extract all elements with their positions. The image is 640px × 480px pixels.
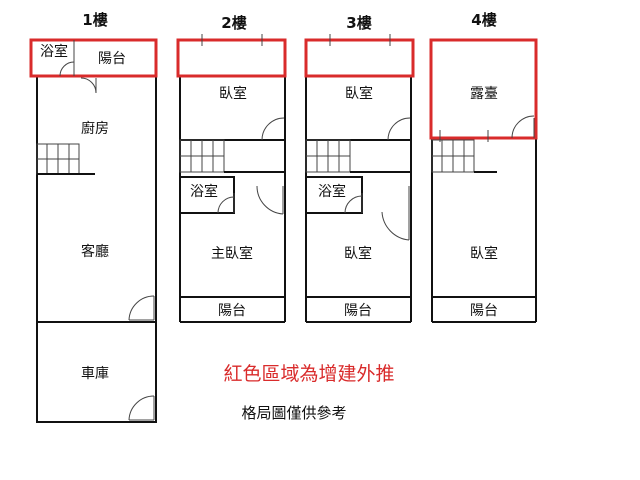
stair-icon — [305, 139, 351, 173]
floor-1-plan: 廚房 客廳 車庫 — [36, 75, 157, 423]
room-balcony: 陽台 — [470, 303, 498, 319]
stair-icon — [179, 139, 225, 173]
door-icon — [217, 193, 235, 214]
room-balcony: 陽台 — [344, 303, 372, 319]
room-master-bedroom: 主臥室 — [211, 245, 253, 262]
room-terrace: 露臺 — [470, 86, 498, 102]
stair-icon — [431, 139, 475, 173]
door-icon — [387, 117, 411, 141]
room-bedroom: 臥室 — [219, 85, 247, 102]
floor-4-title: 4樓 — [471, 11, 496, 29]
floor-3-extension — [304, 34, 415, 78]
door-icon — [80, 77, 97, 94]
floor-1-title: 1樓 — [82, 11, 107, 29]
door-icon — [128, 295, 155, 321]
disclaimer-note: 格局圖僅供參考 — [241, 404, 346, 422]
room-balcony: 陽台 — [218, 303, 246, 319]
floor-3-plan: 臥室 浴室 臥室 陽台 — [305, 76, 412, 323]
door-icon — [128, 395, 155, 421]
room-garage: 車庫 — [81, 365, 109, 382]
door-icon — [256, 185, 284, 215]
door-icon — [261, 117, 285, 141]
door-icon — [511, 115, 535, 139]
floor-2-plan: 臥室 浴室 主臥室 陽台 — [179, 76, 286, 323]
door-icon — [344, 193, 363, 214]
floor-2-extension — [176, 34, 287, 78]
room-bedroom-lower: 臥室 — [344, 245, 372, 262]
room-bath: 浴室 — [40, 43, 68, 60]
room-living: 客廳 — [81, 243, 109, 260]
floor-4-plan: 臥室 陽台 — [431, 138, 537, 323]
room-balcony: 陽台 — [98, 51, 126, 67]
room-bedroom-upper: 臥室 — [345, 85, 373, 102]
floor-1-extension: 浴室 陽台 — [29, 38, 158, 78]
extension-note: 紅色區域為增建外推 — [223, 363, 394, 385]
floor-3-title: 3樓 — [346, 14, 371, 32]
room-kitchen: 廚房 — [81, 120, 109, 137]
stair-icon — [36, 143, 80, 175]
floor-4-extension: 露臺 — [429, 38, 538, 142]
floor-2-title: 2樓 — [221, 14, 246, 32]
door-icon — [381, 186, 410, 241]
room-bath: 浴室 — [190, 183, 218, 200]
room-bath: 浴室 — [318, 183, 346, 200]
room-bedroom: 臥室 — [470, 245, 498, 262]
